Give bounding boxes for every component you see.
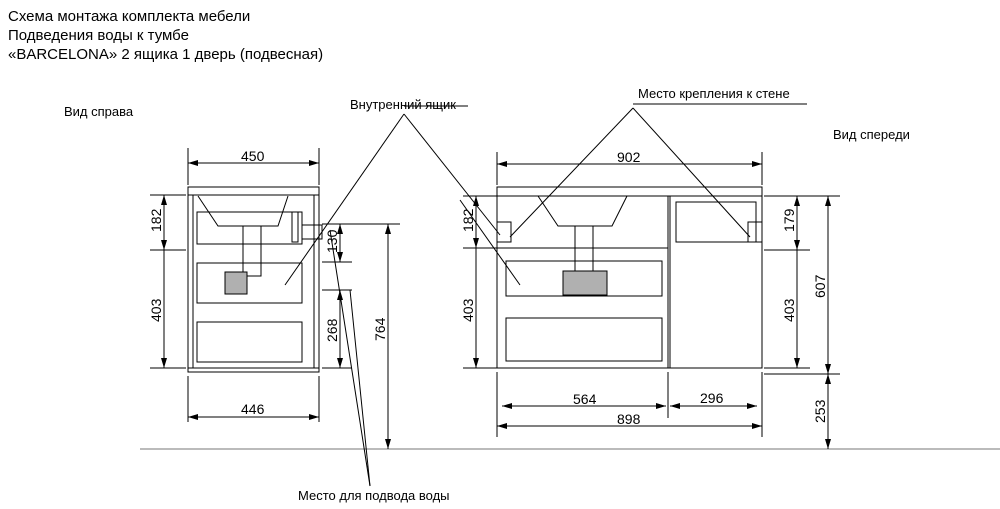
water-supply-label: Место для подвода воды — [298, 488, 450, 503]
dim-front-902: 902 — [617, 149, 641, 165]
dim-front-564: 564 — [573, 391, 597, 407]
inner-drawer-label: Внутренний ящик — [350, 97, 456, 112]
dim-front-182: 182 — [460, 208, 476, 232]
side-view-cabinet — [187, 186, 323, 373]
dim-side-268: 268 — [324, 318, 340, 342]
dim-front-403-right: 403 — [781, 298, 797, 322]
dim-front-607: 607 — [812, 274, 828, 298]
dim-front-898: 898 — [617, 411, 641, 427]
title-line-1: Схема монтажа комплекта мебели — [8, 8, 251, 25]
dim-side-182: 182 — [148, 208, 164, 232]
front-view-label: Вид спереди — [833, 127, 910, 142]
dim-front-296: 296 — [700, 390, 724, 406]
front-view-cabinet — [496, 186, 763, 369]
dim-side-130: 130 — [324, 229, 340, 253]
side-view-label: Вид справа — [64, 104, 134, 119]
wall-mount-label: Место крепления к стене — [638, 86, 790, 101]
dim-front-403-left: 403 — [460, 298, 476, 322]
dim-side-450: 450 — [241, 148, 265, 164]
dim-side-446: 446 — [241, 401, 265, 417]
dim-side-403: 403 — [148, 298, 164, 322]
title-line-2: Подведения воды к тумбе — [8, 27, 189, 44]
title-line-3: «BARCELONA» 2 ящика 1 дверь (подвесная) — [8, 46, 324, 63]
dim-front-179: 179 — [781, 208, 797, 232]
dim-front-253: 253 — [812, 399, 828, 423]
dim-side-764: 764 — [372, 317, 388, 341]
